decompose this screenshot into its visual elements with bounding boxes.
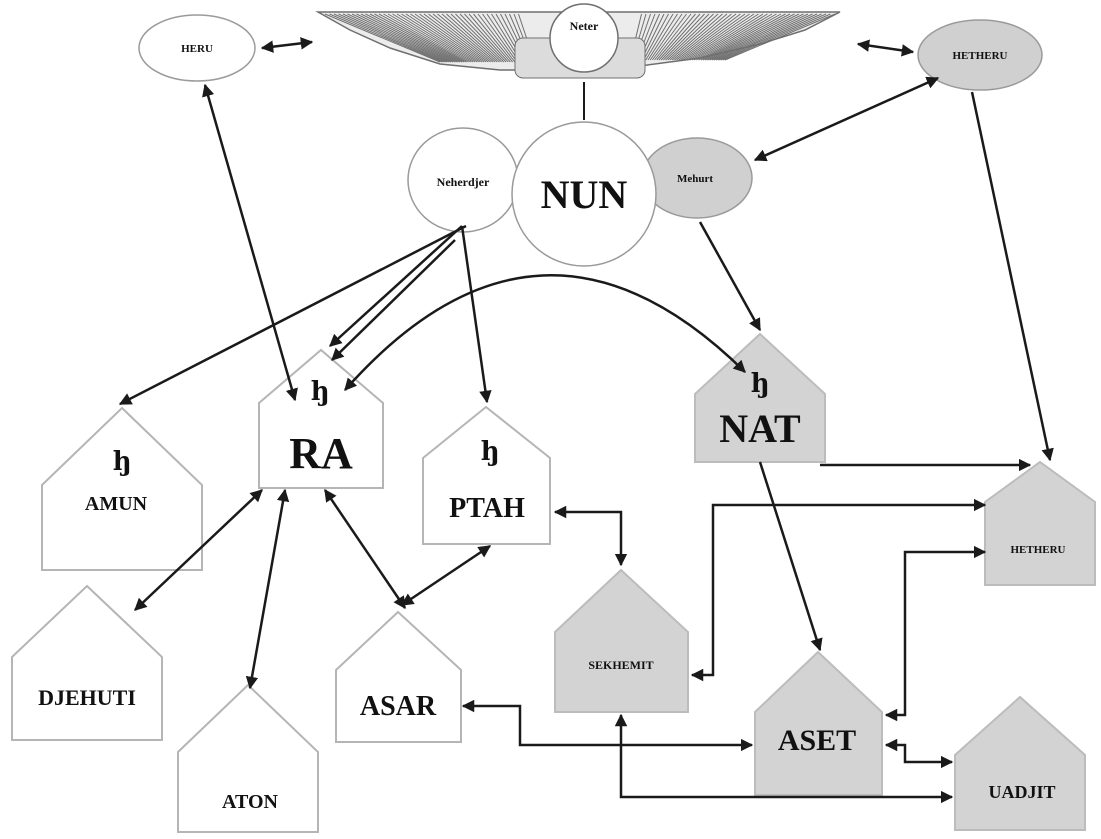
house-sekhemit [554, 568, 689, 713]
house-amun-glyph: ꜧ [113, 447, 132, 476]
house-nat-glyph: ꜧ [751, 369, 770, 398]
edge-hetheru-mehurt [753, 76, 940, 162]
edge-mehurt-nat [698, 221, 762, 332]
edge-neherdjer-ra-2 [331, 239, 456, 361]
edge-neherdjer-ptah [460, 225, 492, 404]
oval-heru [138, 14, 256, 82]
house-ptah [422, 405, 551, 545]
house-aset-label: ASET [778, 724, 856, 757]
house-sekhemit-label: SEKHEMIT [588, 658, 653, 672]
oval-heru-label: HERU [181, 43, 213, 55]
edge-neherdjer-ra-1 [329, 225, 463, 347]
edge-ra-aton [245, 488, 290, 690]
edge-neherdjer-amun [118, 224, 467, 406]
house-ra-glyph: ꜧ [311, 377, 330, 406]
house-djehuti-label: DJEHUTI [38, 685, 136, 710]
edge-ra-nat-arc [344, 274, 746, 391]
edge-aset-uadjit [884, 738, 954, 769]
house-amun-label: AMUN [85, 493, 148, 515]
edge-nat-aset [758, 461, 823, 652]
edge-ptah-sekhemit [553, 505, 628, 567]
house-ptah-glyph: ꜧ [481, 437, 500, 466]
edge-heru-ra [202, 83, 298, 402]
edge-ptah-asar [400, 544, 492, 607]
house-hetheru [984, 460, 1096, 586]
house-ptah-label: PTAH [449, 493, 525, 524]
edge-disk-hetheru [856, 39, 915, 57]
winged-disk-label: Neter [570, 19, 599, 33]
oval-hetheru-top-label: HETHERU [952, 50, 1007, 62]
house-uadjit [954, 695, 1086, 831]
edge-hetheru-sekhemit [690, 498, 987, 682]
edges [118, 37, 1054, 804]
house-nat-label: NAT [719, 406, 801, 451]
edge-ra-djehuti [134, 489, 263, 611]
edge-hetheru-aset [884, 545, 987, 722]
edge-ra-asar [323, 488, 407, 610]
edge-heru-disk [260, 37, 314, 53]
circle-nun-label: NUN [541, 172, 628, 217]
house-djehuti [11, 584, 163, 741]
house-aton-label: ATON [222, 791, 278, 813]
house-asar-label: ASAR [360, 691, 437, 722]
winged-disk-icon [315, 3, 841, 79]
oval-hetheru-top [917, 19, 1043, 91]
house-asar [335, 610, 462, 743]
edge-sekhemit-uadjit [614, 713, 954, 804]
house-hetheru-label: HETHERU [1010, 544, 1065, 556]
house-aton [177, 683, 319, 833]
house-amun [41, 406, 203, 571]
circle-nun [511, 121, 657, 267]
oval-neherdjer-label: Neherdjer [437, 175, 490, 189]
oval-mehurt-label: Mehurt [677, 173, 713, 185]
edge-hetheru-house [970, 91, 1054, 462]
house-uadjit-label: UADJIT [988, 782, 1055, 802]
house-ra-label: RA [289, 429, 353, 478]
